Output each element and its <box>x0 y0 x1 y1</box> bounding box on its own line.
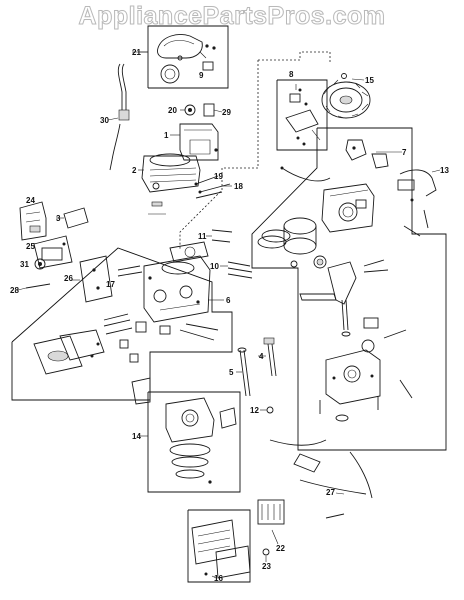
throttle-cable-icon <box>269 439 373 519</box>
callout-6: 6 <box>226 296 231 305</box>
stud-icon <box>25 283 51 289</box>
callout-25: 25 <box>26 242 35 251</box>
callout-13: 13 <box>440 166 449 175</box>
carburetor-outline <box>147 391 241 493</box>
nut-icon <box>262 548 270 556</box>
bracket-icon <box>131 377 151 405</box>
callout-7: 7 <box>402 148 407 157</box>
bolt-set-icon <box>194 175 231 199</box>
valve-cover-icon <box>33 329 105 375</box>
oil-tube-icon <box>109 63 130 171</box>
callout-27: 27 <box>326 488 335 497</box>
callout-23: 23 <box>262 562 271 571</box>
callout-16: 16 <box>214 574 223 583</box>
engine-block-outline <box>251 127 447 451</box>
dashed-leader-2 <box>258 51 331 62</box>
callout-22: 22 <box>276 544 285 553</box>
clip-icon <box>203 103 215 117</box>
callout-2: 2 <box>132 166 137 175</box>
callout-24: 24 <box>26 196 35 205</box>
dipstick-icon <box>237 337 277 397</box>
callout-20: 20 <box>168 106 177 115</box>
pushrod-set-icon <box>103 265 143 335</box>
crankcase-icon <box>321 183 375 233</box>
ignition-parts-icon <box>285 88 321 146</box>
air-filter-outline <box>187 509 251 583</box>
ignition-coil-icon <box>345 139 389 169</box>
washer-icon <box>335 414 349 422</box>
oil-sump-icon <box>325 349 381 405</box>
pin-icon <box>290 260 298 268</box>
muffler-guard-icon <box>19 201 47 241</box>
callout-3: 3 <box>56 214 61 223</box>
callout-5: 5 <box>229 368 234 377</box>
camshaft-icon <box>299 259 407 353</box>
carburetor-icon <box>165 397 215 484</box>
callout-15: 15 <box>365 76 374 85</box>
callout-26: 26 <box>64 274 73 283</box>
piston-rings-icon <box>257 217 317 255</box>
head-gasket-icon <box>169 241 209 263</box>
cylinder-head-outline <box>11 247 233 401</box>
callout-30: 30 <box>100 116 109 125</box>
ignition-wire-icon <box>281 167 331 182</box>
callout-4: 4 <box>259 352 264 361</box>
cylinder-icon <box>141 153 201 193</box>
callout-17: 17 <box>106 280 115 289</box>
intake-baffle-icon <box>79 255 113 303</box>
watermark: AppliancePartsPros.com <box>78 2 386 31</box>
air-filter-icon <box>191 519 251 579</box>
engine-cover-icon <box>157 34 216 84</box>
callout-21: 21 <box>132 48 141 57</box>
callout-10: 10 <box>210 262 219 271</box>
governor-icon <box>397 169 437 237</box>
head-bolts-icon <box>211 229 253 279</box>
group-21-outline <box>147 25 229 89</box>
callout-29: 29 <box>222 108 231 117</box>
valve-parts-icon <box>119 321 219 363</box>
flywheel-icon <box>321 73 371 119</box>
heat-shield-icon <box>63 207 89 229</box>
screw-icon <box>266 406 274 414</box>
gasket-icon <box>151 201 163 207</box>
callout-19: 19 <box>214 172 223 181</box>
muffler-icon <box>33 235 73 269</box>
blower-housing-icon <box>179 123 219 161</box>
callout-18: 18 <box>234 182 243 191</box>
group-8-outline <box>276 79 328 151</box>
callout-11: 11 <box>198 232 207 241</box>
filter-element-icon <box>257 499 285 525</box>
callout-12: 12 <box>250 406 259 415</box>
callout-8: 8 <box>289 70 294 79</box>
callout-9: 9 <box>199 71 204 80</box>
callout-1: 1 <box>164 131 169 140</box>
callout-31: 31 <box>20 260 29 269</box>
spacer-icon <box>219 407 237 429</box>
callout-14: 14 <box>132 432 141 441</box>
callout-28: 28 <box>10 286 19 295</box>
cylinder-head-icon <box>143 255 211 323</box>
gasket-ring-icon <box>34 258 46 270</box>
